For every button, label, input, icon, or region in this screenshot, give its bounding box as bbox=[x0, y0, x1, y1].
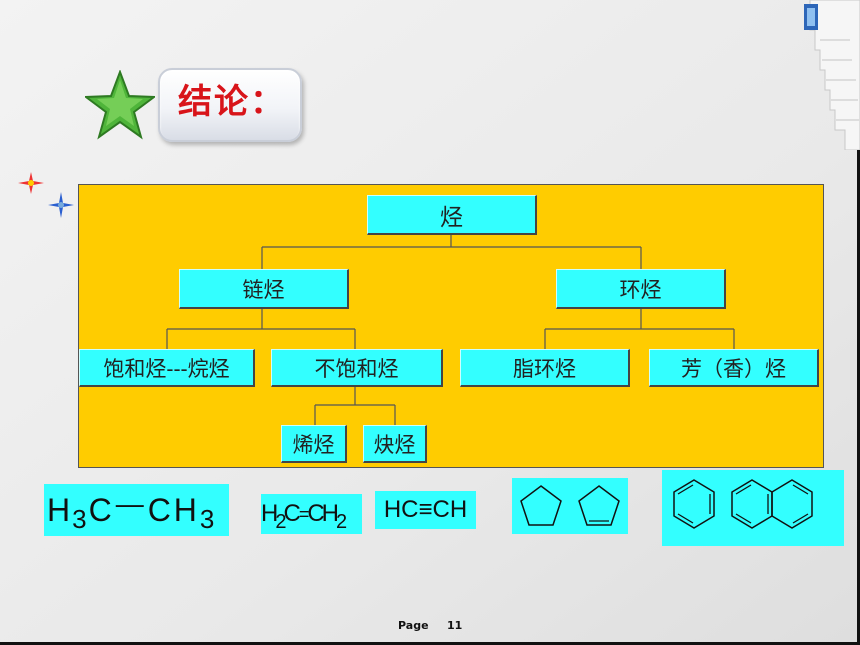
sparkle-icon bbox=[18, 172, 44, 194]
cyclopentene-icon bbox=[578, 485, 620, 526]
sparkle-icon bbox=[48, 192, 74, 218]
title-pill bbox=[158, 68, 302, 142]
cyclopentane-icon bbox=[520, 485, 562, 526]
tree-connectors bbox=[166, 235, 735, 425]
ethylene-h: H bbox=[261, 500, 278, 527]
ethane-c: C bbox=[88, 491, 112, 528]
cycloalkane-structures bbox=[512, 478, 628, 534]
ethane-ch: CH bbox=[147, 491, 200, 528]
naphthalene-icon bbox=[731, 479, 813, 529]
tree-node-saturated: 饱和烃---烷烃 bbox=[79, 349, 255, 387]
ethane-subscript-1: 3 bbox=[72, 503, 87, 534]
page-number: 11 bbox=[447, 619, 463, 632]
ethylene-c: C bbox=[283, 500, 300, 527]
ethylene-subscript-2: 2 bbox=[336, 510, 347, 533]
ethane-subscript-2: 3 bbox=[199, 503, 215, 534]
slide-title: 结论： bbox=[178, 82, 286, 122]
tree-node-aromatic: 芳（香）烃 bbox=[649, 349, 819, 387]
tree-node-alicyclic: 脂环烃 bbox=[460, 349, 630, 387]
tree-node-chain: 链烃 bbox=[179, 269, 349, 309]
benzene-icon bbox=[673, 479, 715, 529]
ethylene-bond: = bbox=[298, 503, 309, 524]
star-icon bbox=[85, 70, 155, 140]
stairs-decoration bbox=[804, 0, 860, 150]
page-label: Page bbox=[398, 619, 429, 632]
tree-node-ring: 环烃 bbox=[556, 269, 726, 309]
tree-node-alkene: 烯烃 bbox=[281, 425, 347, 463]
ethane-h: H bbox=[47, 491, 71, 528]
acetylene-formula: HC≡CH bbox=[375, 491, 476, 529]
tree-node-unsaturated: 不饱和烃 bbox=[271, 349, 443, 387]
classification-panel: 烃 链烃 环烃 饱和烃---烷烃 不饱和烃 脂环烃 芳（香）烃 烯烃 炔烃 bbox=[78, 184, 824, 468]
ethane-bond: — bbox=[115, 488, 144, 519]
tree-node-root: 烃 bbox=[367, 195, 537, 235]
aromatic-structures bbox=[662, 470, 844, 546]
ethylene-subscript-1: 2 bbox=[275, 510, 286, 533]
tree-node-alkyne: 炔烃 bbox=[363, 425, 427, 463]
ethylene-ch: CH bbox=[307, 500, 339, 527]
ethylene-formula: H 2 C = CH 2 bbox=[261, 494, 362, 534]
ethane-formula: H 3 C — CH 3 bbox=[44, 484, 229, 536]
